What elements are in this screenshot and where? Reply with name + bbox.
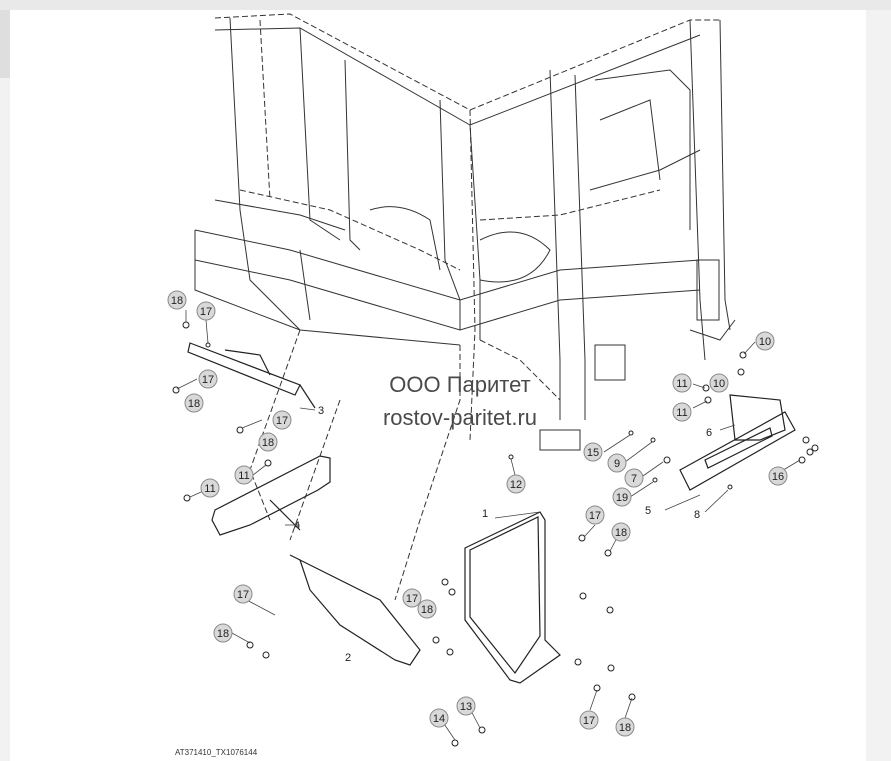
part-labels: 3 4 2 1 6 5 8 [294, 405, 712, 664]
callout-label: 12 [510, 479, 522, 491]
callout-18: 18 [258, 432, 278, 452]
part-label-2: 2 [345, 652, 351, 664]
callout-19: 19 [612, 487, 632, 507]
callout-17: 17 [272, 410, 292, 430]
callout-label: 14 [433, 713, 445, 725]
cab-frame [194, 13, 736, 601]
callout-17: 17 [198, 369, 218, 389]
callout-label: 18 [615, 527, 627, 539]
watermark-company: ООО Паритет [389, 372, 531, 397]
part-2-plate [289, 554, 421, 666]
part-label-6: 6 [706, 427, 712, 439]
callout-label: 15 [587, 447, 599, 459]
callout-label: 18 [421, 604, 433, 616]
part-6-bracket [679, 394, 796, 491]
callout-18: 18 [213, 623, 233, 643]
callout-17: 17 [233, 584, 253, 604]
callout-label: 18 [262, 437, 274, 449]
callout-18: 18 [611, 522, 631, 542]
callout-label: 11 [238, 470, 249, 482]
callout-label: 18 [171, 295, 183, 307]
callout-10: 10 [755, 331, 775, 351]
callout-label: 18 [619, 722, 631, 734]
callout-11: 11 [672, 402, 692, 422]
callout-12: 12 [506, 474, 526, 494]
callout-label: 17 [276, 415, 288, 427]
part-label-1: 1 [482, 508, 488, 520]
callout-11: 11 [200, 478, 220, 498]
callout-label: 17 [589, 510, 601, 522]
callout-10: 10 [709, 373, 729, 393]
leader-lines [176, 310, 801, 741]
callouts: 18 17 17 18 17 18 11 11 17 18 17 18 12 1… [167, 290, 788, 737]
callout-label: 9 [614, 458, 620, 470]
part-label-3: 3 [318, 405, 324, 417]
callout-label: 11 [676, 407, 687, 419]
drawing-reference: AT371410_TX1076144 [175, 748, 258, 757]
callout-label: 18 [188, 398, 200, 410]
left-bar [0, 10, 10, 78]
callout-17: 17 [196, 301, 216, 321]
callout-18: 18 [167, 290, 187, 310]
callout-label: 7 [631, 473, 637, 485]
part-3-bracket [187, 342, 316, 409]
part-label-4: 4 [294, 520, 300, 532]
callout-label: 11 [676, 378, 687, 390]
callout-11: 11 [672, 373, 692, 393]
callout-14: 14 [429, 708, 449, 728]
callout-label: 13 [460, 701, 472, 713]
callout-13: 13 [456, 696, 476, 716]
callout-label: 17 [583, 715, 595, 727]
callout-label: 17 [200, 306, 212, 318]
part-1-panel [464, 511, 561, 684]
callout-label: 17 [406, 593, 418, 605]
callout-17: 17 [579, 710, 599, 730]
callout-label: 10 [713, 378, 725, 390]
callout-7: 7 [624, 468, 644, 488]
watermark-url: rostov-paritet.ru [382, 405, 538, 430]
callout-18: 18 [184, 393, 204, 413]
part-label-5: 5 [645, 505, 651, 517]
callout-label: 10 [759, 336, 771, 348]
callout-17: 17 [585, 505, 605, 525]
callout-label: 17 [202, 374, 214, 386]
part-label-8: 8 [694, 509, 700, 521]
callout-label: 19 [616, 492, 628, 504]
callout-16: 16 [768, 466, 788, 486]
callout-15: 15 [583, 442, 603, 462]
callout-17: 17 [402, 588, 422, 608]
part-4-plate [211, 455, 331, 536]
callout-label: 17 [237, 589, 249, 601]
callout-18: 18 [615, 717, 635, 737]
callout-label: 11 [204, 483, 215, 495]
callout-11: 11 [234, 465, 254, 485]
callout-9: 9 [607, 453, 627, 473]
callout-label: 16 [772, 471, 784, 483]
callout-18: 18 [417, 599, 437, 619]
top-bar [0, 0, 891, 10]
callout-label: 18 [217, 628, 229, 640]
